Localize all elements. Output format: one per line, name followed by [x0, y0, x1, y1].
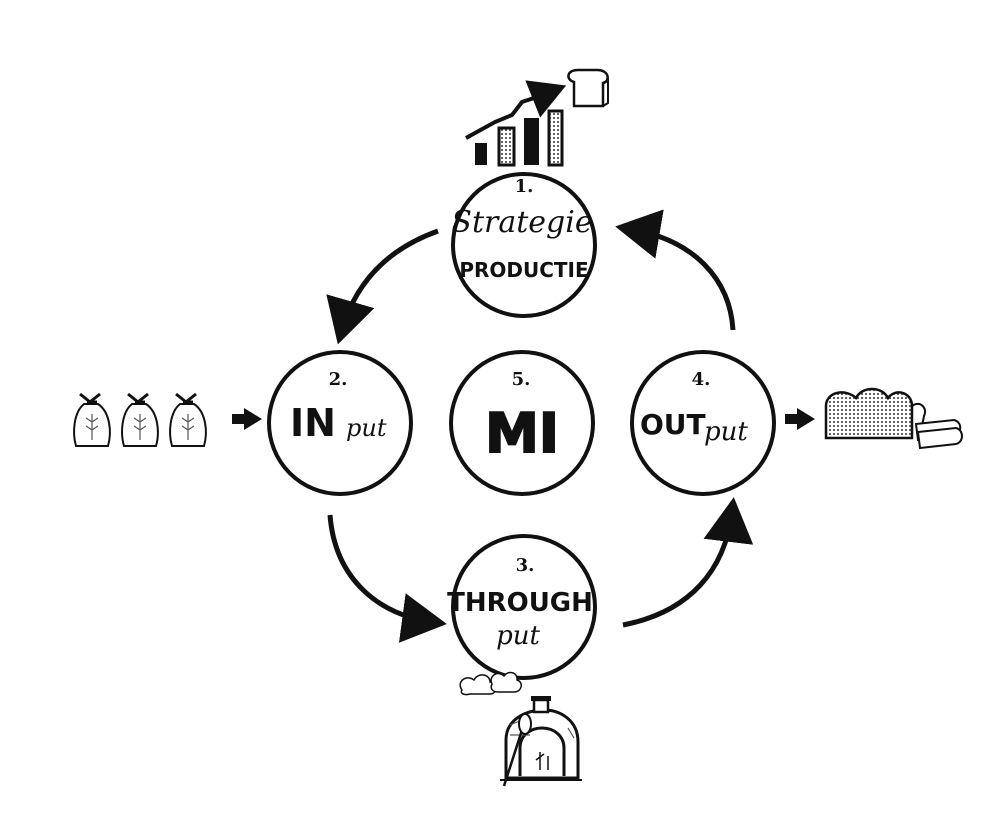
node-number: 1.: [515, 176, 534, 197]
grain-sack-icon: [73, 392, 111, 447]
node-label-bold: OUT: [640, 408, 706, 441]
smoke-icon: [459, 671, 522, 696]
node-number: 5.: [512, 369, 531, 390]
node-label-script: put: [346, 414, 387, 442]
grain-sack-icon: [121, 392, 159, 447]
node-label: THROUGH: [447, 588, 593, 618]
node-throughput: 3. THROUGH put: [447, 534, 597, 680]
node-number: 4.: [692, 369, 711, 390]
node-label: MI: [485, 402, 559, 465]
bread-slice-icon: [567, 68, 609, 108]
bread-loaf-icon: [824, 387, 963, 450]
bar-chart-icon: [475, 109, 564, 167]
trend-arrow-icon: [465, 80, 567, 140]
node-sublabel: PRODUCTIE: [459, 258, 588, 282]
arrow-input-to-throughput: [327, 514, 447, 643]
node-number: 2.: [329, 369, 348, 390]
node-input: 2. IN put: [267, 350, 413, 496]
node-strategie: 1. Strategie PRODUCTIE: [451, 172, 597, 318]
oven-icon: [500, 696, 582, 787]
node-output: 4. OUT put: [630, 350, 776, 496]
node-mi: 5. MI: [449, 350, 595, 496]
arrow-output-to-strategie: [615, 209, 736, 331]
node-sublabel: put: [496, 621, 540, 651]
arrow-output-to-bread: [785, 408, 815, 430]
arrow-strategie-to-input: [326, 228, 439, 345]
node-number: 3.: [516, 555, 535, 576]
node-label-bold: IN: [290, 401, 336, 445]
grain-sack-icon: [169, 392, 207, 447]
node-label-script: put: [704, 417, 748, 447]
node-label: Strategie: [451, 205, 592, 240]
arrow-throughput-to-output: [622, 497, 754, 628]
arrow-sacks-to-input: [232, 408, 262, 430]
